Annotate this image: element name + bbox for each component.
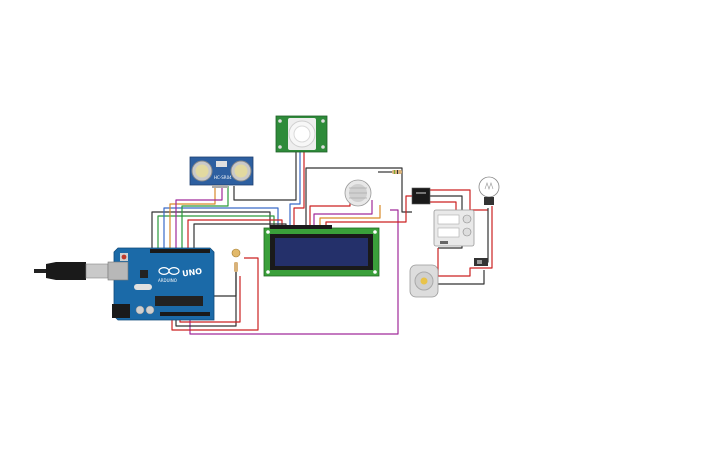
pir-sensor[interactable] xyxy=(275,115,328,153)
relay-module[interactable] xyxy=(411,187,431,205)
lcd-display[interactable] xyxy=(263,225,380,277)
ultrasonic-sensor[interactable]: HC-SR04 xyxy=(189,156,254,188)
piezo-buzzer[interactable] xyxy=(344,179,372,207)
arduino-model-label: UNO xyxy=(182,267,203,279)
dc-motor[interactable] xyxy=(409,264,439,298)
power-supply[interactable] xyxy=(433,209,475,247)
potentiometer[interactable] xyxy=(231,248,241,272)
wire-red-bottom-1[interactable] xyxy=(171,257,259,331)
usb-cable[interactable] xyxy=(34,262,109,280)
slide-switch[interactable] xyxy=(474,258,488,266)
arduino-uno-board[interactable]: UNO ARDUINO xyxy=(107,247,215,321)
ultrasonic-label: HC-SR04 xyxy=(214,175,232,180)
resistor-top[interactable] xyxy=(392,170,402,174)
wire-purple-bottom[interactable] xyxy=(189,209,399,335)
light-bulb[interactable] xyxy=(478,176,500,205)
arduino-brand-label: ARDUINO xyxy=(158,278,177,283)
arduino-logo xyxy=(158,267,180,276)
lcd-screen xyxy=(275,238,368,266)
